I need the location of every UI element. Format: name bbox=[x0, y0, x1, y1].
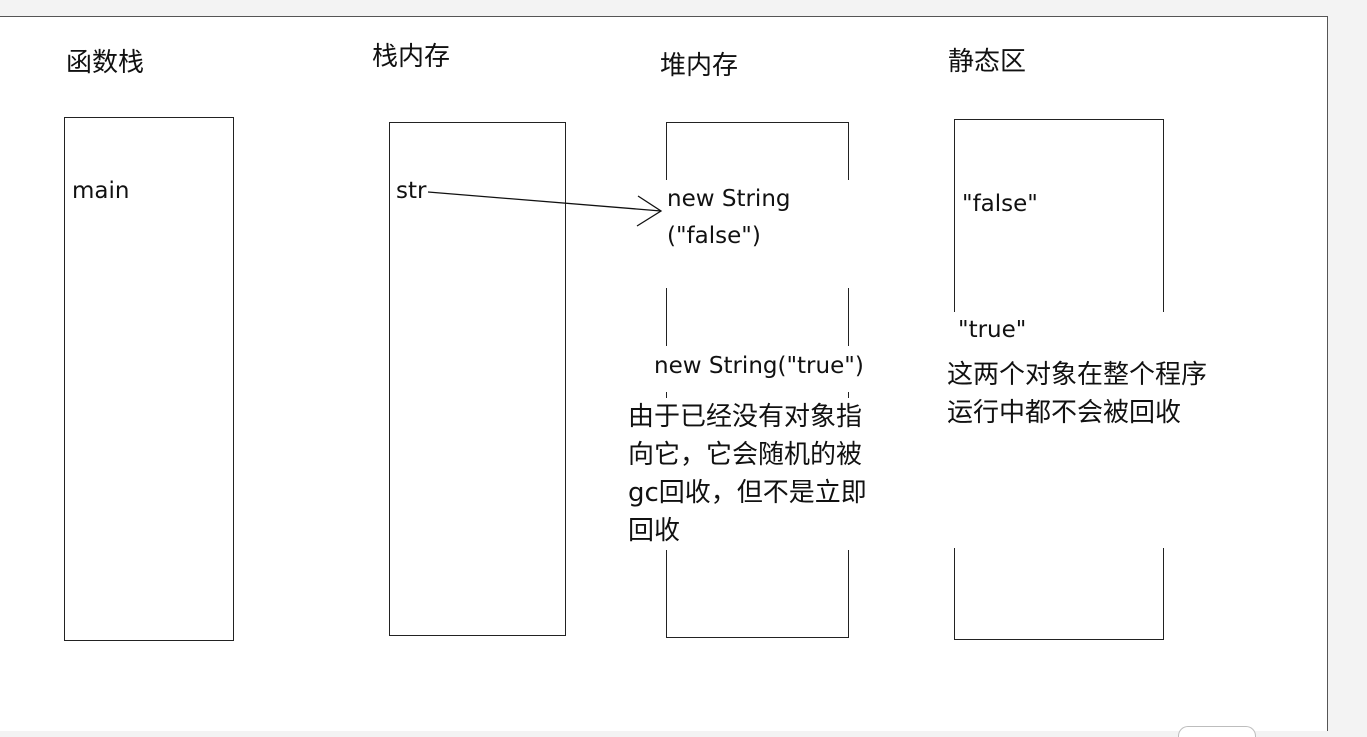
static-note: 这两个对象在整个程序 运行中都不会被回收 bbox=[947, 356, 1252, 436]
heap-false-object-line1: new String bbox=[667, 186, 791, 212]
heading-function-stack: 函数栈 bbox=[66, 48, 145, 78]
corner-decoration bbox=[1178, 726, 1256, 737]
gc-note-line3: gc回收，但不是立即 bbox=[628, 474, 867, 512]
heading-static-area: 静态区 bbox=[948, 47, 1027, 77]
stack-memory-box bbox=[389, 122, 566, 636]
str-variable-label: str bbox=[396, 178, 427, 204]
static-note-line2: 运行中都不会被回收 bbox=[947, 394, 1182, 432]
heading-stack-memory: 栈内存 bbox=[372, 42, 451, 72]
heap-true-object: new String("true") bbox=[648, 346, 878, 392]
gc-note-line1: 由于已经没有对象指 bbox=[628, 398, 863, 436]
heading-heap-memory: 堆内存 bbox=[660, 51, 739, 81]
static-true-literal: "true" bbox=[958, 317, 1027, 343]
heap-false-object-line2: ("false") bbox=[667, 223, 761, 249]
heap-true-object-label: new String("true") bbox=[654, 353, 864, 379]
heap-false-object: new String ("false") bbox=[664, 180, 850, 288]
gc-note-line4: 回收 bbox=[628, 512, 681, 550]
static-false-literal: "false" bbox=[962, 191, 1038, 217]
gc-note-line2: 向它，它会随机的被 bbox=[628, 436, 863, 474]
main-frame-label: main bbox=[72, 178, 220, 234]
static-note-line1: 这两个对象在整个程序 bbox=[947, 356, 1208, 394]
gc-note: 由于已经没有对象指 向它，它会随机的被 gc回收，但不是立即 回收 bbox=[628, 398, 900, 550]
